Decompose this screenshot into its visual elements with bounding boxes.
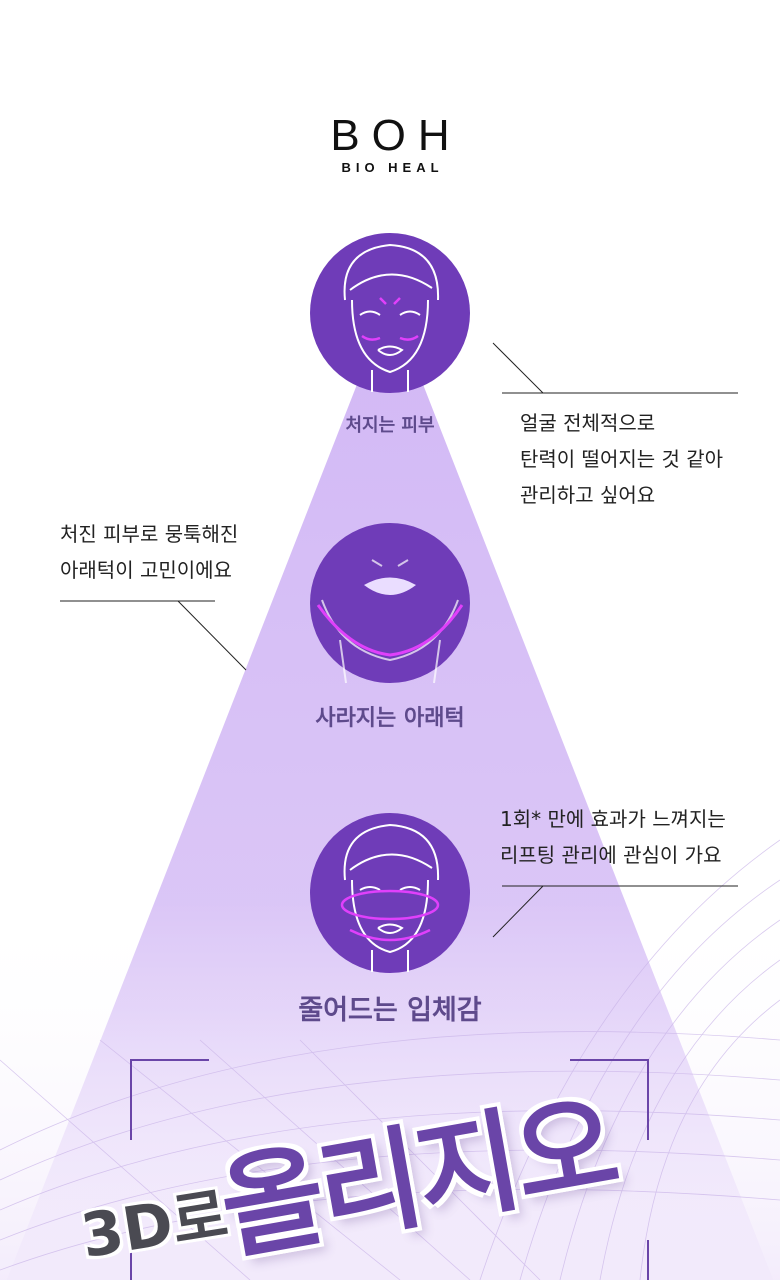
item-label-volume: 줄어드는 입체감 <box>298 995 482 1026</box>
brand-logo: BOH BIO HEAL <box>0 111 780 176</box>
note-sagging-skin: 얼굴 전체적으로 탄력이 떨어지는 것 같아 관리하고 싶어요 <box>520 405 723 513</box>
note-volume: 1회* 만에 효과가 느껴지는 리프팅 관리에 관심이 가요 <box>500 801 726 873</box>
sagging-skin-face-icon <box>310 233 470 393</box>
note-line: 처진 피부로 뭉툭해진 <box>60 522 239 546</box>
note-line: 1회* 만에 효과가 느껴지는 <box>500 807 726 831</box>
logo-main: BOH <box>330 111 462 160</box>
volume-loss-face-icon <box>310 813 470 973</box>
note-line: 탄력이 떨어지는 것 같아 <box>520 447 724 471</box>
note-line: 아래턱이 고민이에요 <box>60 558 232 582</box>
note-line: 얼굴 전체적으로 <box>520 411 656 435</box>
note-line: 관리하고 싶어요 <box>520 483 656 507</box>
callout-lines <box>60 342 738 938</box>
item-label-sagging-skin: 처지는 피부 <box>345 415 435 436</box>
logo-sub: BIO HEAL <box>341 160 444 175</box>
jawline-icon <box>310 523 470 684</box>
note-line: 리프팅 관리에 관심이 가요 <box>500 843 722 867</box>
item-label-jawline: 사라지는 아래턱 <box>315 706 465 731</box>
note-jawline: 처진 피부로 뭉툭해진 아래턱이 고민이에요 <box>60 516 238 588</box>
mesh-lines <box>0 839 780 1280</box>
frame-brackets <box>130 1059 649 1280</box>
